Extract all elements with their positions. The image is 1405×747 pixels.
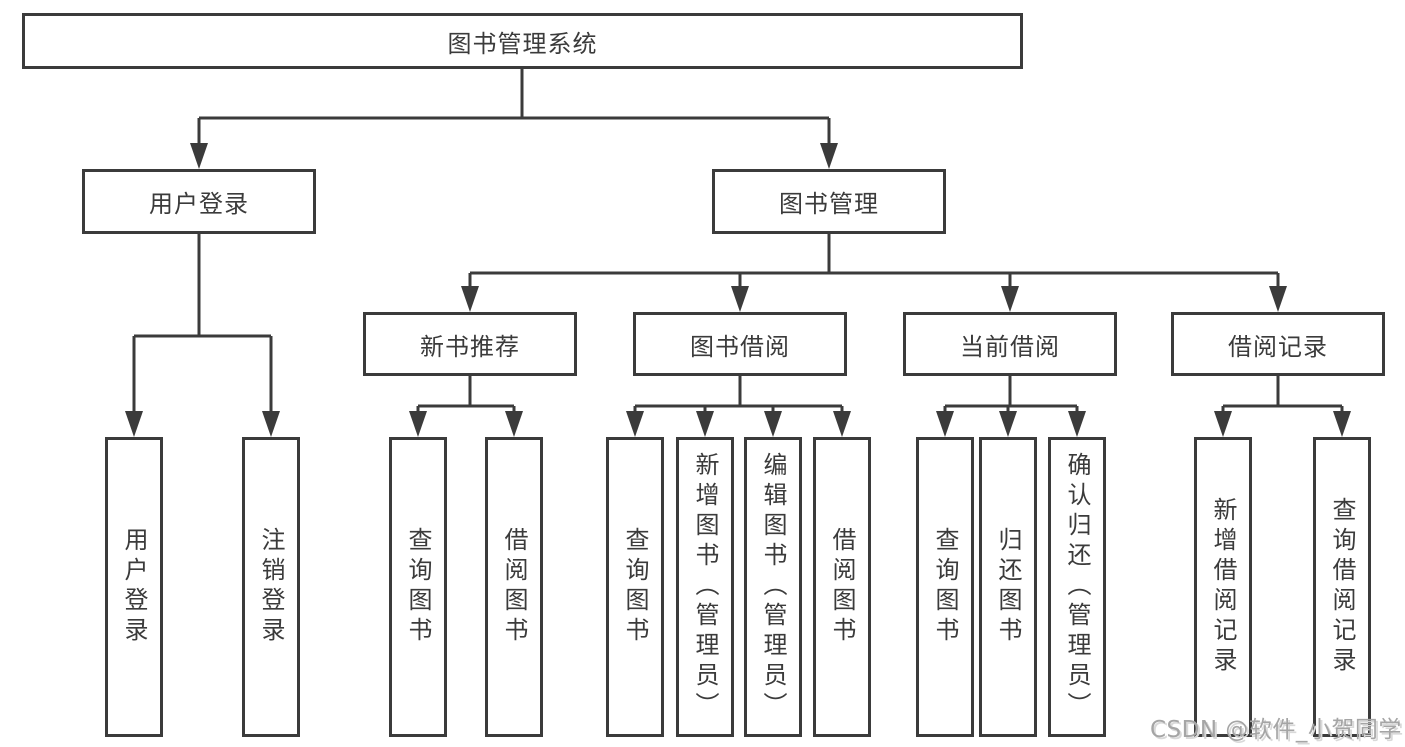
node-recommend-query-books: 查询图书 bbox=[389, 437, 447, 737]
node-confirm-return-admin: 确认归还（管理员） bbox=[1048, 437, 1106, 737]
node-user-login-action: 用户登录 bbox=[105, 437, 163, 737]
csdn-watermark: CSDN @软件_小贺同学 bbox=[1150, 717, 1402, 743]
node-new-book-recommend: 新书推荐 bbox=[363, 312, 577, 376]
node-borrow-borrow-books: 借阅图书 bbox=[813, 437, 871, 737]
node-current-borrow: 当前借阅 bbox=[903, 312, 1117, 376]
node-borrow-query-books: 查询图书 bbox=[606, 437, 664, 737]
node-root: 图书管理系统 bbox=[22, 13, 1023, 69]
node-current-query-books: 查询图书 bbox=[916, 437, 974, 737]
connector-stems bbox=[132, 68, 1344, 415]
node-add-books-admin: 新增图书（管理员） bbox=[676, 437, 734, 737]
node-user-login: 用户登录 bbox=[82, 169, 316, 234]
node-book-management: 图书管理 bbox=[712, 169, 946, 234]
node-book-borrow: 图书借阅 bbox=[633, 312, 847, 376]
node-logout-action: 注销登录 bbox=[242, 437, 300, 737]
node-return-books: 归还图书 bbox=[979, 437, 1037, 737]
node-recommend-borrow-books: 借阅图书 bbox=[485, 437, 543, 737]
node-edit-books-admin: 编辑图书（管理员） bbox=[744, 437, 802, 737]
node-borrow-records: 借阅记录 bbox=[1171, 312, 1385, 376]
node-query-borrow-record: 查询借阅记录 bbox=[1313, 437, 1371, 737]
arrowhead-icons bbox=[125, 143, 1351, 437]
node-add-borrow-record: 新增借阅记录 bbox=[1194, 437, 1252, 737]
